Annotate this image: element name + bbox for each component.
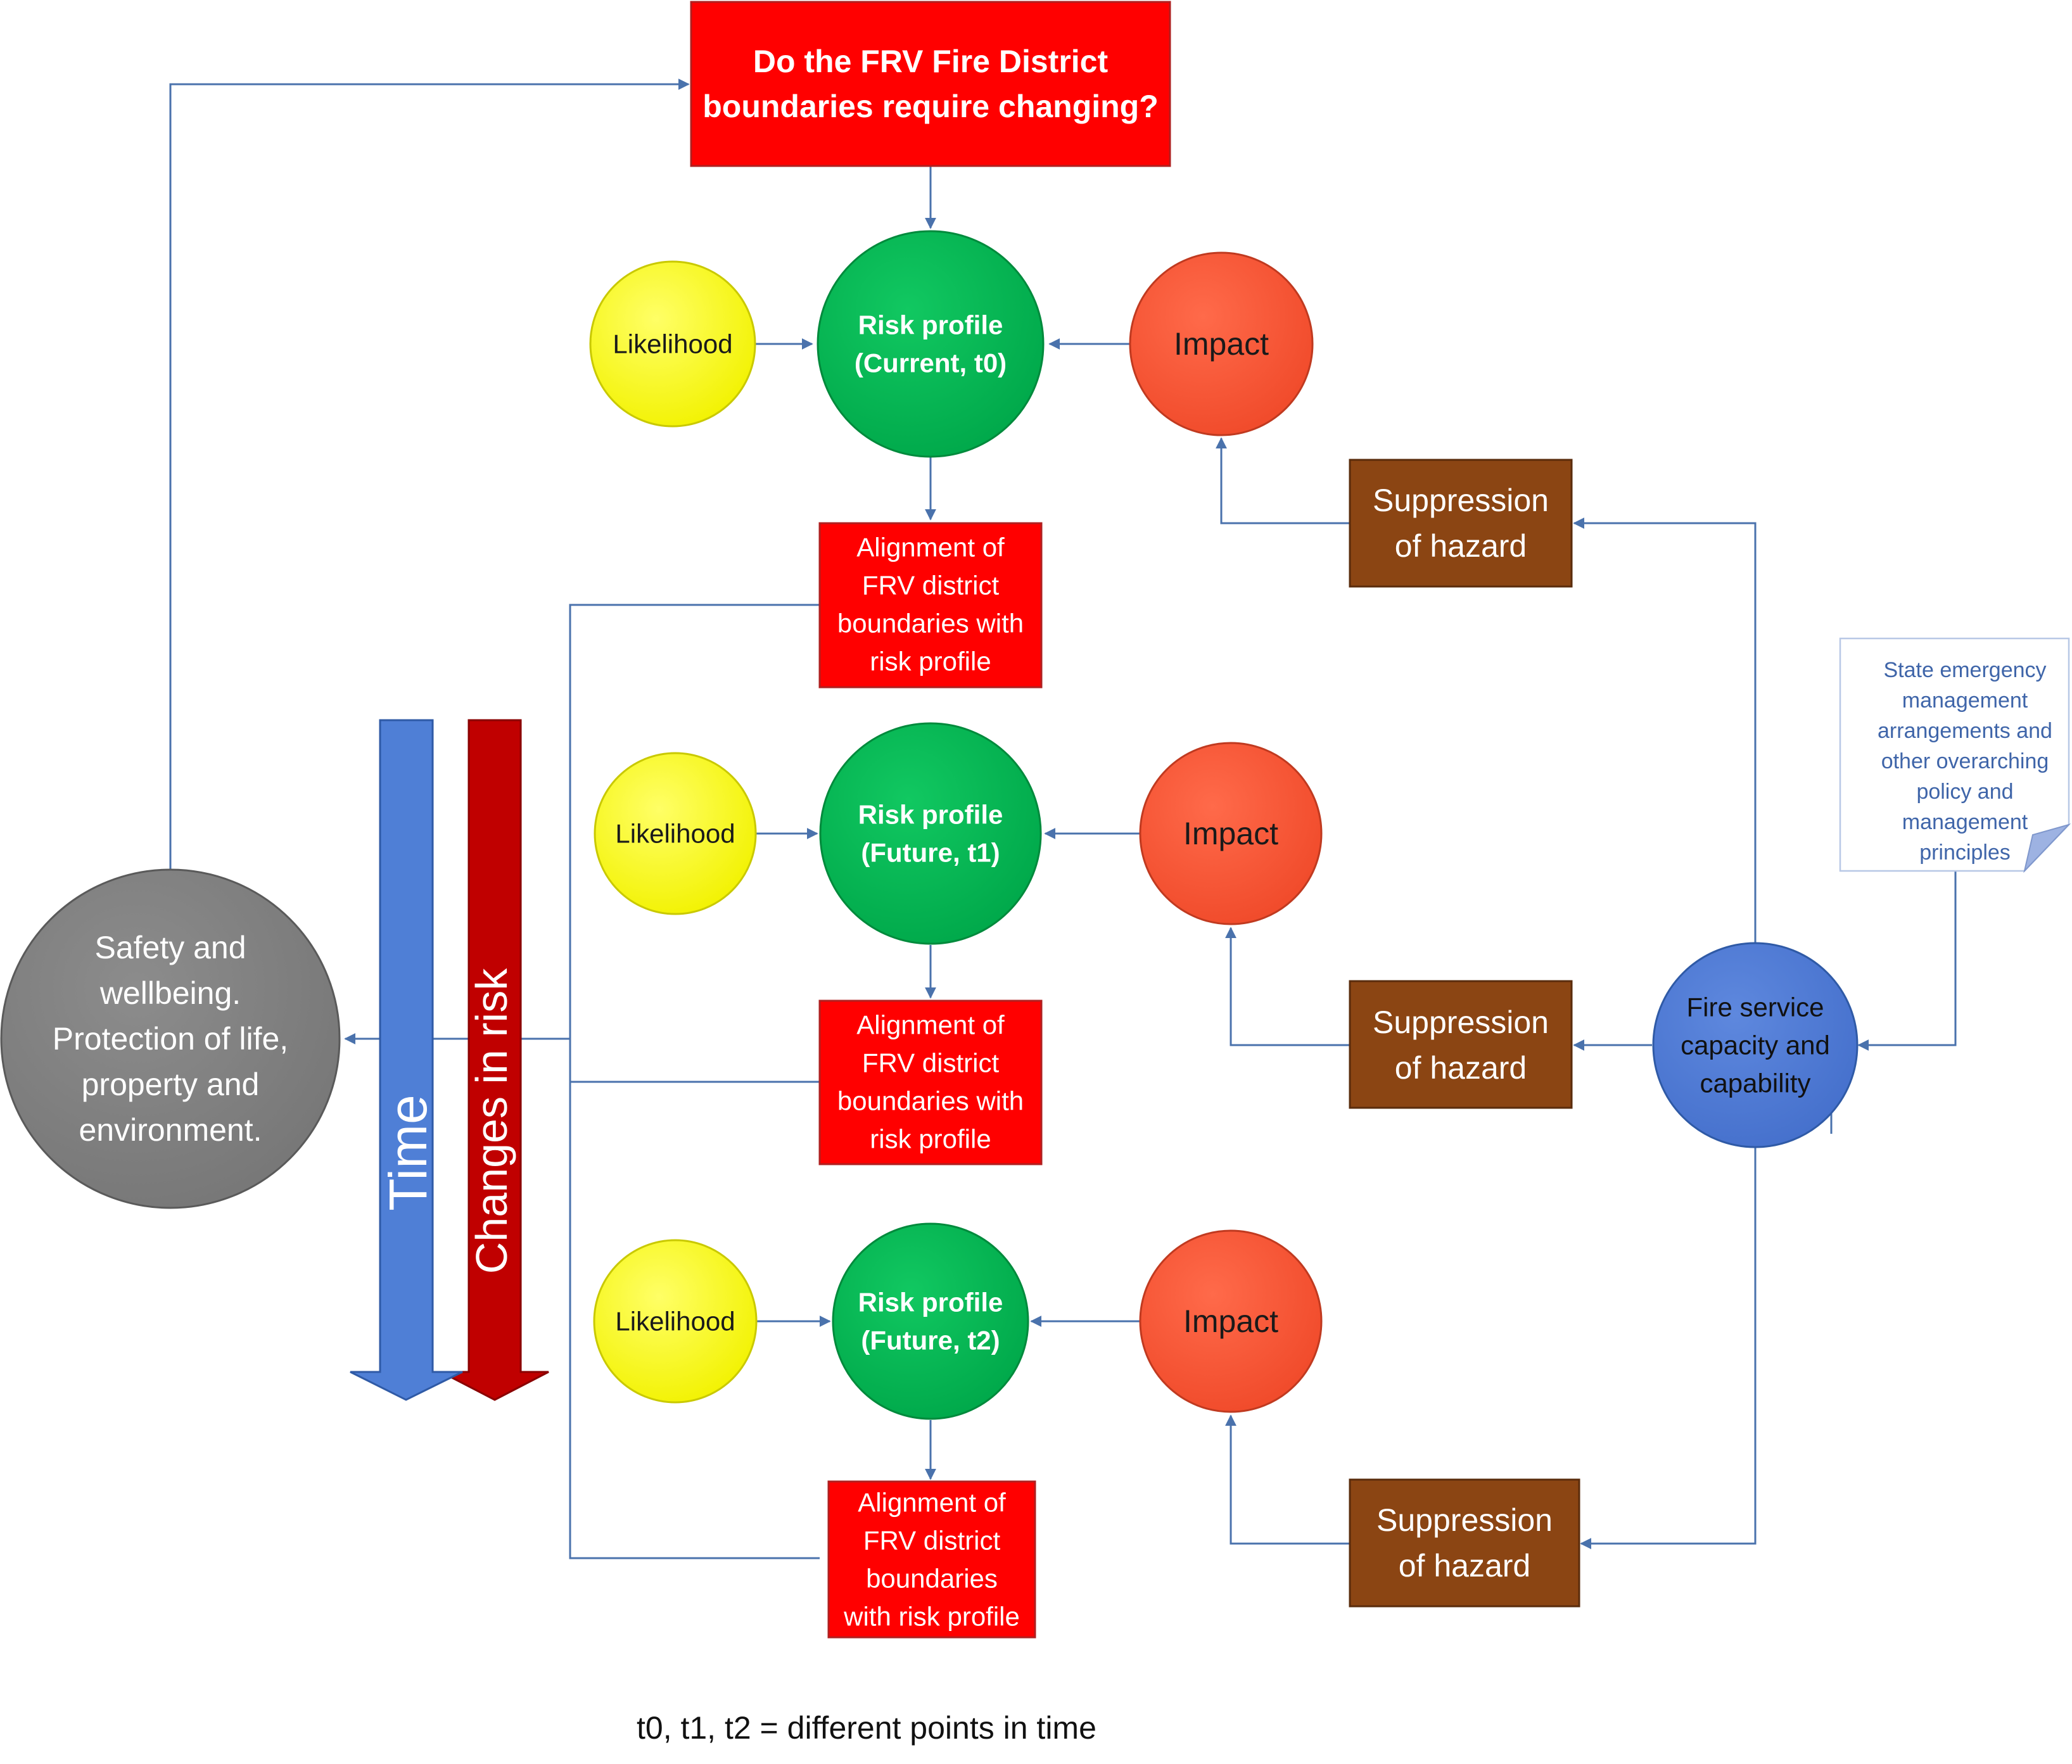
alignment-label-0a: Alignment of xyxy=(856,533,1005,562)
policy-line-2: management xyxy=(1902,688,2028,713)
alignment-label-1c: boundaries with xyxy=(837,1086,1024,1116)
policy-line-7: principles xyxy=(1919,841,2011,865)
fire-service-line-1: Fire service xyxy=(1686,993,1824,1022)
question-box: Do the FRV Fire District boundaries requ… xyxy=(690,1,1171,167)
likelihood-circle-2 xyxy=(593,1239,758,1404)
impact-label-0: Impact xyxy=(1174,326,1269,362)
row-future-t1: Likelihood Risk profile (Future, t1) Imp… xyxy=(594,722,1573,1165)
suppression-label-1b: of hazard xyxy=(1395,1050,1527,1086)
likelihood-label-2: Likelihood xyxy=(615,1307,735,1336)
impact-circle-2 xyxy=(1139,1229,1323,1413)
impact-circle-1 xyxy=(1139,742,1323,925)
connector-suppression-0-to-impact-0 xyxy=(1216,437,1350,524)
fire-service-circle: Fire service capacity and capability xyxy=(1652,942,1859,1148)
likelihood-label-1: Likelihood xyxy=(615,819,735,849)
likelihood-label-0: Likelihood xyxy=(613,329,732,359)
connector-suppression-1-to-impact-1 xyxy=(1225,927,1350,1046)
risk-profile-label-2a: Risk profile xyxy=(858,1288,1003,1317)
policy-line-3: arrangements and xyxy=(1878,719,2052,743)
policy-line-6: management xyxy=(1902,810,2028,834)
safety-line-2: wellbeing. xyxy=(99,975,241,1011)
policy-note: State emergency management arrangements … xyxy=(1839,637,2071,873)
alignment-label-2c: boundaries xyxy=(866,1564,998,1594)
safety-line-4: property and xyxy=(82,1067,260,1102)
time-arrow: Time xyxy=(350,719,463,1401)
connector-fire-service-to-suppression-2 xyxy=(1580,1148,1757,1549)
risk-profile-circle-2 xyxy=(832,1222,1029,1420)
fire-service-line-2: capacity and xyxy=(1681,1031,1830,1060)
likelihood-circle-0 xyxy=(589,260,756,428)
alignment-box-1 xyxy=(818,999,1043,1165)
risk-profile-circle-1 xyxy=(819,722,1042,945)
risk-profile-label-2b: (Future, t2) xyxy=(861,1326,1000,1355)
alignment-box-2 xyxy=(827,1480,1036,1639)
suppression-box-0 xyxy=(1349,459,1573,588)
safety-circle: Safety and wellbeing. Protection of life… xyxy=(0,868,341,1209)
risk-profile-label-0b: (Current, t0) xyxy=(855,348,1007,378)
suppression-label-0a: Suppression xyxy=(1373,483,1549,518)
alignment-label-2d: with risk profile xyxy=(843,1602,1020,1632)
risk-arrow-label: Changes in risk xyxy=(467,968,516,1274)
alignment-label-0c: boundaries with xyxy=(837,609,1024,638)
suppression-label-0b: of hazard xyxy=(1395,528,1527,564)
question-line-1: Do the FRV Fire District xyxy=(753,44,1109,79)
alignment-label-1b: FRV district xyxy=(862,1048,1000,1078)
alignment-label-2a: Alignment of xyxy=(858,1488,1006,1518)
policy-line-1: State emergency xyxy=(1883,658,2046,682)
impact-label-2: Impact xyxy=(1183,1304,1278,1339)
connectors xyxy=(169,79,1957,1559)
alignment-label-1a: Alignment of xyxy=(856,1010,1005,1040)
suppression-box-2 xyxy=(1349,1478,1580,1608)
alignment-label-0d: risk profile xyxy=(870,647,991,676)
connector-policy-to-fire-service xyxy=(1857,871,1957,1051)
risk-profile-label-1a: Risk profile xyxy=(858,800,1003,830)
connector-safety-to-question xyxy=(169,79,690,870)
alignment-box-0 xyxy=(818,522,1043,688)
connector-suppression-2-to-impact-2 xyxy=(1225,1414,1350,1545)
question-line-2: boundaries require changing? xyxy=(702,89,1159,124)
suppression-label-2b: of hazard xyxy=(1399,1548,1530,1583)
time-arrow-label: Time xyxy=(378,1095,438,1211)
suppression-label-2a: Suppression xyxy=(1376,1502,1553,1538)
fire-service-line-3: capability xyxy=(1700,1069,1810,1098)
connector-fire-service-to-suppression-0 xyxy=(1573,517,1757,942)
impact-label-1: Impact xyxy=(1183,816,1278,851)
alignment-label-0b: FRV district xyxy=(862,571,1000,600)
footnote: t0, t1, t2 = different points in time xyxy=(637,1710,1096,1746)
safety-line-5: environment. xyxy=(79,1112,262,1148)
impact-circle-0 xyxy=(1129,251,1314,436)
risk-arrow: Changes in risk xyxy=(440,719,549,1401)
row-future-t2: Likelihood Risk profile (Future, t2) Imp… xyxy=(593,1222,1580,1639)
row-current-t0: Likelihood Risk profile (Current, t0) Im… xyxy=(589,230,1573,688)
suppression-box-1 xyxy=(1349,980,1573,1109)
risk-profile-circle-0 xyxy=(817,230,1045,458)
risk-profile-label-0a: Risk profile xyxy=(858,310,1003,340)
policy-line-5: policy and xyxy=(1916,780,2013,804)
suppression-label-1a: Suppression xyxy=(1373,1005,1549,1040)
safety-line-1: Safety and xyxy=(94,930,246,965)
policy-line-4: other overarching xyxy=(1881,749,2049,773)
alignment-label-1d: risk profile xyxy=(870,1124,991,1154)
likelihood-circle-1 xyxy=(594,752,757,915)
safety-line-3: Protection of life, xyxy=(53,1021,288,1056)
risk-profile-label-1b: (Future, t1) xyxy=(861,838,1000,868)
alignment-label-2b: FRV district xyxy=(863,1526,1001,1556)
